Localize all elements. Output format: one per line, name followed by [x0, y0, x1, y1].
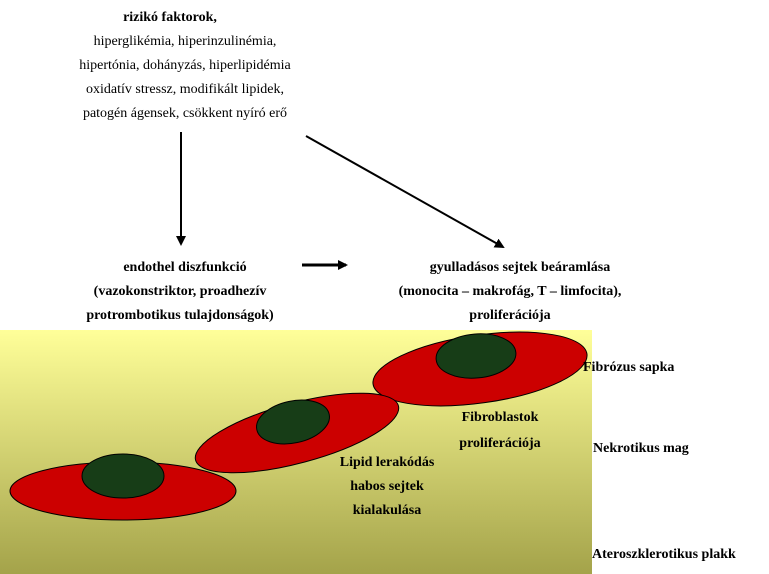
risk-factors-line-1: hiperglikémia, hiperinzulinémia,	[93, 34, 277, 49]
lipid-label-1: Lipid lerakódás	[339, 455, 435, 470]
necrotic-core-label: Nekrotikus mag	[593, 441, 689, 456]
risk-factors-line-4: patogén ágensek, csökkent nyíró erő	[82, 106, 288, 121]
endothel-title: endothel diszfunkció	[123, 260, 247, 275]
risk-factors-title: rizikó faktorok,	[123, 10, 217, 25]
risk-factors-line-2: hipertónia, dohányzás, hiperlipidémia	[79, 58, 291, 73]
inflammation-line-2: (monocita – makrofág, T – limfocita),	[398, 284, 622, 299]
cell-middle	[194, 392, 400, 474]
nucleus-middle	[256, 399, 330, 445]
inflammation-title: gyulladásos sejtek beáramlása	[429, 260, 611, 275]
risk-factors-block: rizikó faktorok, hiperglikémia, hiperinz…	[50, 6, 320, 126]
cell-left	[9, 453, 237, 521]
plaque-label: Ateroszklerotikus plakk	[592, 547, 736, 562]
fibroblast-label-2: proliferációja	[459, 436, 541, 451]
endothel-line-3: protrombotikus tulajdonságok)	[86, 308, 274, 323]
risk-factors-line-3: oxidatív stressz, modifikált lipidek,	[86, 82, 284, 97]
lipid-label-2: habos sejtek	[350, 479, 424, 494]
endothel-line-2: (vazokonstriktor, proadhezív	[93, 284, 267, 299]
fibrous-cap-label: Fibrózus sapka	[583, 360, 675, 375]
nucleus-left	[81, 453, 165, 499]
arrow-risk-to-inflammation	[305, 135, 505, 248]
inflammation-line-3: proliferációja	[469, 308, 551, 323]
lipid-label-3: kialakulása	[352, 503, 422, 518]
fibroblast-label-1: Fibroblastok	[461, 410, 539, 425]
cell-right	[372, 331, 588, 407]
nucleus-right	[435, 333, 517, 379]
